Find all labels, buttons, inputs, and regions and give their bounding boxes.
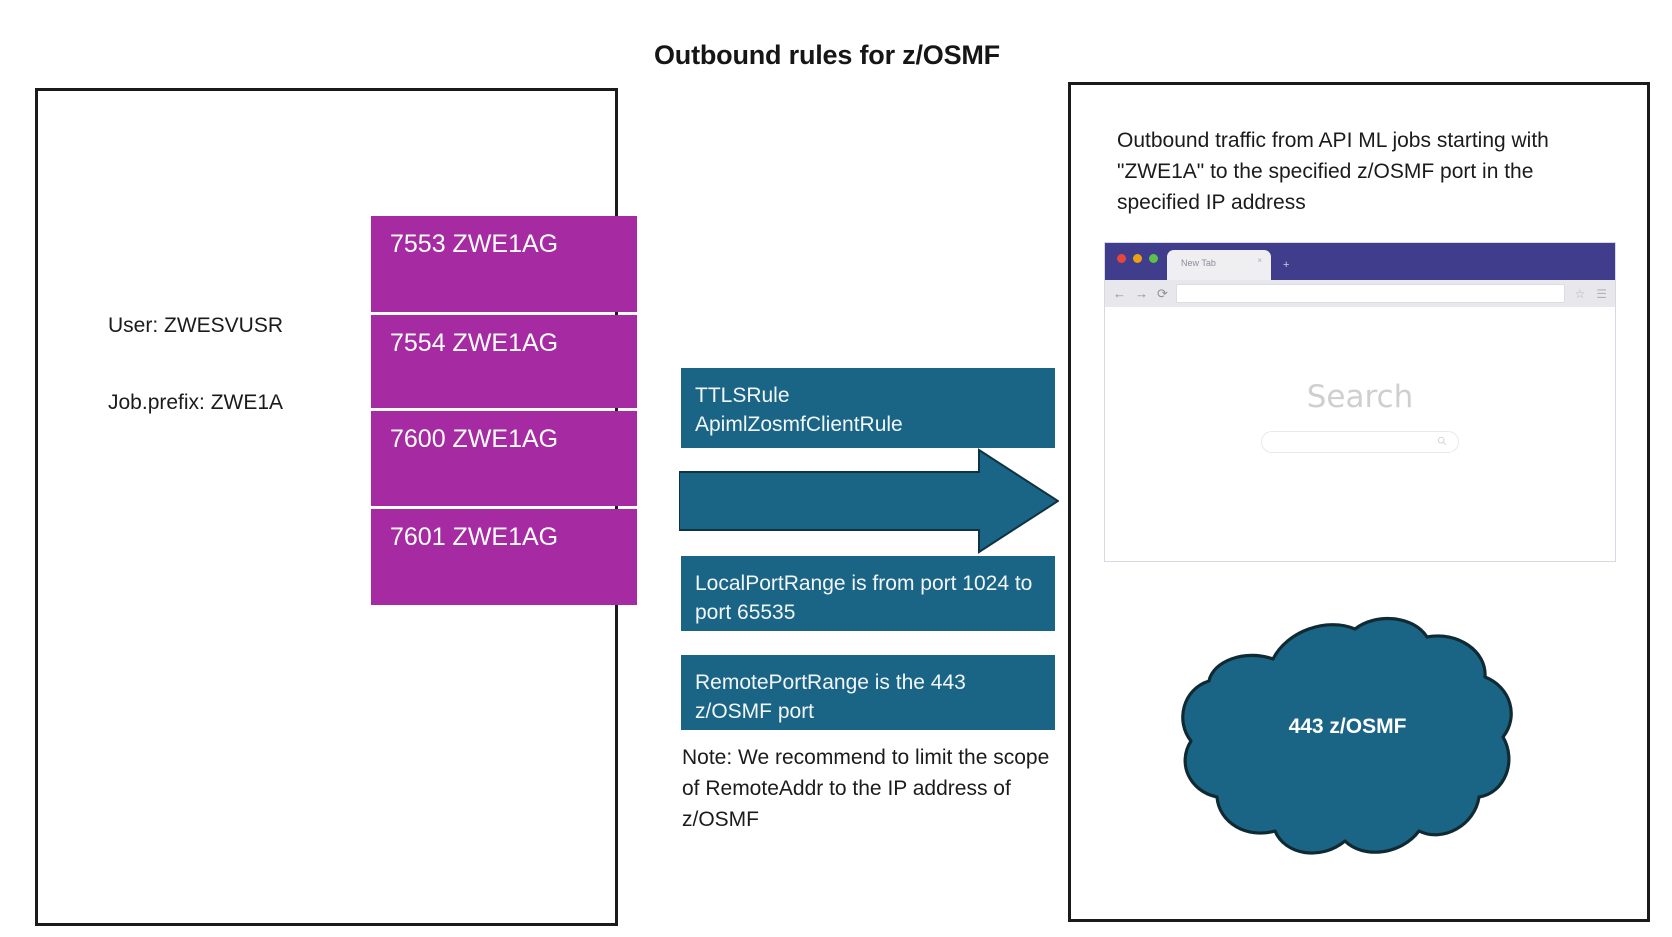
ttls-rule-box: TTLSRule ApimlZosmfClientRule	[681, 368, 1055, 448]
new-tab-icon[interactable]: +	[1283, 259, 1290, 271]
menu-hamburger-icon[interactable]: ☰	[1596, 286, 1607, 301]
close-tab-icon[interactable]: ×	[1257, 256, 1262, 265]
ttls-rule-line-1: TTLSRule	[695, 384, 790, 407]
page-title: Outbound rules for z/OSMF	[0, 40, 1672, 71]
maximize-window-icon[interactable]	[1149, 254, 1158, 263]
ttls-rule-line-2: ApimlZosmfClientRule	[695, 413, 903, 436]
page-title-text: Outbound rules for z/OSMF	[654, 40, 1000, 70]
browser-tab-label: New Tab	[1181, 258, 1216, 268]
port-box: 7554 ZWE1AG	[371, 315, 637, 408]
traffic-lights	[1117, 254, 1158, 263]
port-box: 7553 ZWE1AG	[371, 216, 637, 312]
left-panel: User: ZWESVUSR Job.prefix: ZWE1A 7553 ZW…	[35, 88, 637, 926]
url-input[interactable]	[1175, 284, 1566, 303]
browser-tab[interactable]: New Tab ×	[1167, 250, 1271, 280]
search-icon	[1437, 436, 1447, 446]
minimize-window-icon[interactable]	[1133, 254, 1142, 263]
remote-port-range-box: RemotePortRange is the 443 z/OSMF port	[681, 655, 1055, 730]
user-label: User: ZWESVUSR	[108, 314, 284, 337]
port-box: 7600 ZWE1AG	[371, 411, 637, 506]
right-panel-intro-text: Outbound traffic from API ML jobs starti…	[1117, 129, 1549, 214]
browser-mockup: New Tab × + ← → ⟳ ☆ ☰ Search	[1105, 243, 1615, 561]
back-icon[interactable]: ←	[1113, 286, 1126, 301]
flow-arrow-icon	[679, 448, 1059, 554]
port-box: 7601 ZWE1AG	[371, 509, 637, 605]
browser-titlebar: New Tab × +	[1105, 243, 1615, 280]
forward-icon[interactable]: →	[1135, 286, 1148, 301]
toolbar-right-icons: ☆ ☰	[1574, 288, 1607, 300]
search-heading: Search	[1306, 379, 1414, 415]
job-prefix-label: Job.prefix: ZWE1A	[108, 391, 284, 414]
reload-icon[interactable]: ⟳	[1157, 286, 1168, 301]
note-text: Note: We recommend to limit the scope of…	[682, 746, 1050, 831]
browser-viewport: Search	[1105, 307, 1615, 561]
browser-toolbar: ← → ⟳ ☆ ☰	[1105, 280, 1615, 307]
local-port-range-box: LocalPortRange is from port 1024 to port…	[681, 556, 1055, 631]
bookmark-star-icon[interactable]: ☆	[1574, 286, 1586, 301]
close-window-icon[interactable]	[1117, 254, 1126, 263]
cloud-shape	[1181, 616, 1513, 855]
nav-icons: ← → ⟳	[1113, 287, 1168, 300]
search-input[interactable]	[1261, 431, 1459, 453]
